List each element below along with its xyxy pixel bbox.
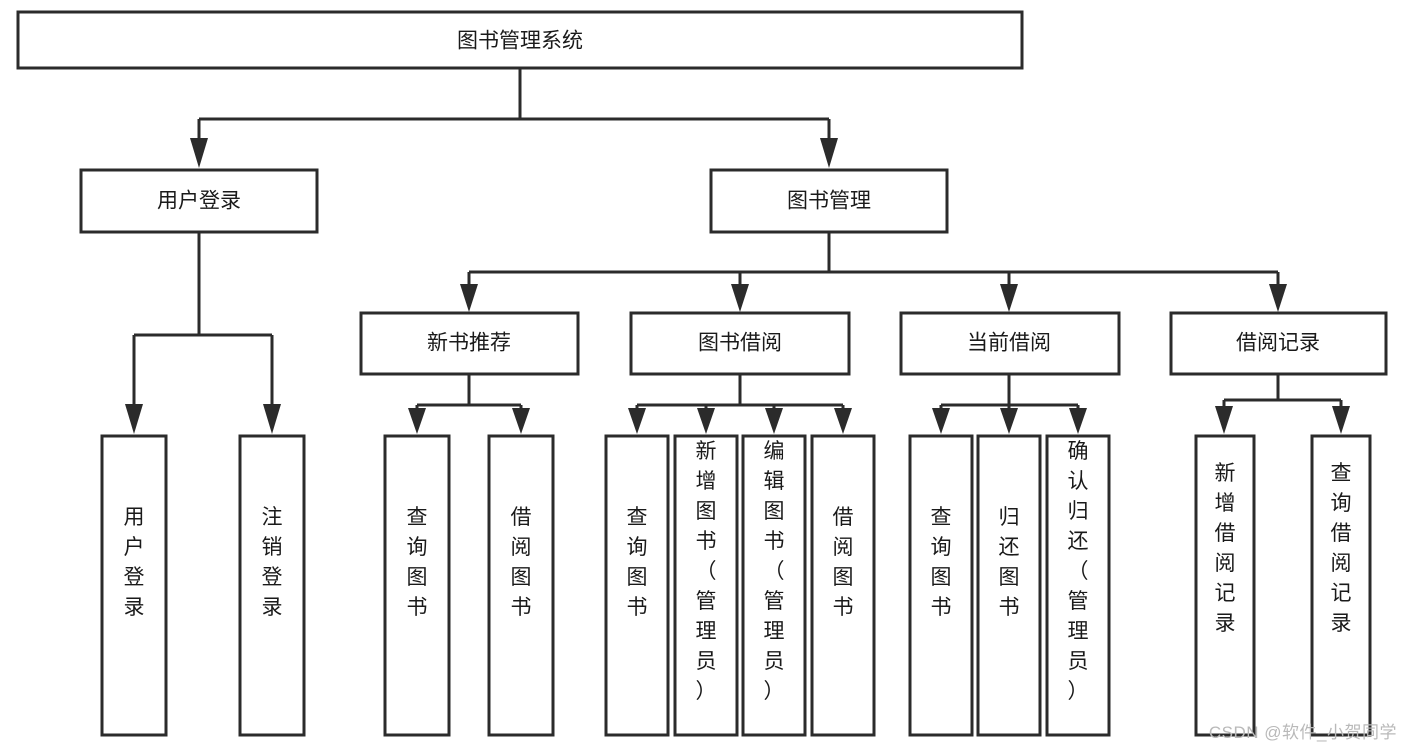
node-leaf-10[interactable]: 归还图书 <box>976 434 1042 737</box>
node-leaf-13-label: 查询借阅记录 <box>1331 462 1352 635</box>
node-leaf-5-label: 查询图书 <box>627 506 648 619</box>
arrow-head-new-book-rec <box>460 284 478 312</box>
node-leaf-6-box[interactable] <box>673 434 739 737</box>
node-leaf-11-box[interactable] <box>1045 434 1111 737</box>
node-leaf-3-box[interactable] <box>383 434 451 737</box>
arrow-head-book-borrow <box>731 284 749 312</box>
connector-group-new-book-rec <box>408 374 530 434</box>
node-leaf-11[interactable]: 确认归还（管理员） <box>1045 434 1111 737</box>
node-leaf-2-box[interactable] <box>238 434 306 737</box>
node-leaf-1[interactable]: 用户登录 <box>100 434 168 737</box>
node-leaf-6-label: 新增图书（管理员） <box>696 440 717 703</box>
node-leaf-2[interactable]: 注销登录 <box>238 434 306 737</box>
connector-group-root <box>190 68 838 168</box>
node-new-book-rec-label: 新书推荐 <box>427 332 511 355</box>
node-current-borrow[interactable]: 当前借阅 <box>899 311 1121 376</box>
node-leaf-11-label: 确认归还（管理员） <box>1068 440 1089 703</box>
node-user-login-box[interactable] <box>79 168 319 234</box>
node-current-borrow-box[interactable] <box>899 311 1121 376</box>
node-leaf-8[interactable]: 借阅图书 <box>810 434 876 737</box>
node-book-borrow[interactable]: 图书借阅 <box>629 311 851 376</box>
arrow-head-user-login <box>190 138 208 168</box>
node-leaf-3-label: 查询图书 <box>407 506 428 619</box>
node-leaf-5-box[interactable] <box>604 434 670 737</box>
node-leaf-7-label: 编辑图书（管理员） <box>764 440 785 703</box>
node-leaf-9-box[interactable] <box>908 434 974 737</box>
arrow-head-leaf-1 <box>125 404 143 434</box>
node-leaf-7[interactable]: 编辑图书（管理员） <box>741 434 807 737</box>
node-leaf-7-box[interactable] <box>741 434 807 737</box>
node-leaf-2-label: 注销登录 <box>262 506 283 619</box>
node-leaf-9[interactable]: 查询图书 <box>908 434 974 737</box>
node-user-login[interactable]: 用户登录 <box>79 168 319 234</box>
arrow-head-borrow-record <box>1269 284 1287 312</box>
node-leaf-10-label: 归还图书 <box>999 506 1020 619</box>
node-leaf-3[interactable]: 查询图书 <box>383 434 451 737</box>
node-leaf-1-box[interactable] <box>100 434 168 737</box>
connector-group-borrow-record <box>1215 374 1350 434</box>
node-leaf-12-label: 新增借阅记录 <box>1215 462 1236 635</box>
node-root-label: 图书管理系统 <box>457 30 583 53</box>
arrow-head-leaf-4 <box>512 408 530 434</box>
node-new-book-rec[interactable]: 新书推荐 <box>359 311 580 376</box>
arrow-head-leaf-6 <box>697 408 715 434</box>
node-book-manage[interactable]: 图书管理 <box>709 168 949 234</box>
node-leaf-12[interactable]: 新增借阅记录 <box>1194 434 1256 737</box>
arrow-head-leaf-3 <box>408 408 426 434</box>
arrow-head-current-borrow <box>1000 284 1018 312</box>
node-book-manage-box[interactable] <box>709 168 949 234</box>
node-leaf-8-label: 借阅图书 <box>833 506 854 619</box>
node-leaf-4-label: 借阅图书 <box>511 506 532 619</box>
node-borrow-record-box[interactable] <box>1169 311 1388 376</box>
connector-group-book-manage <box>460 232 1287 312</box>
node-leaf-4[interactable]: 借阅图书 <box>487 434 555 737</box>
node-current-borrow-label: 当前借阅 <box>967 332 1051 355</box>
arrow-head-leaf-13 <box>1332 406 1350 434</box>
connector-group-user-login <box>125 232 281 434</box>
arrow-head-leaf-2 <box>263 404 281 434</box>
node-leaf-8-box[interactable] <box>810 434 876 737</box>
node-leaf-6[interactable]: 新增图书（管理员） <box>673 434 739 737</box>
node-book-borrow-box[interactable] <box>629 311 851 376</box>
connector-group-book-borrow <box>628 374 852 434</box>
arrow-head-leaf-8 <box>834 408 852 434</box>
node-borrow-record-label: 借阅记录 <box>1236 332 1320 355</box>
arrow-head-leaf-7 <box>765 408 783 434</box>
node-new-book-rec-box[interactable] <box>359 311 580 376</box>
arrow-head-leaf-9 <box>932 408 950 434</box>
connector-group-current-borrow <box>932 374 1087 434</box>
node-root-box[interactable] <box>16 10 1024 70</box>
node-root[interactable]: 图书管理系统 <box>16 10 1024 70</box>
arrow-head-leaf-5 <box>628 408 646 434</box>
node-leaf-10-box[interactable] <box>976 434 1042 737</box>
node-leaf-1-label: 用户登录 <box>124 506 145 619</box>
node-book-manage-label: 图书管理 <box>787 190 871 213</box>
node-leaf-4-box[interactable] <box>487 434 555 737</box>
csdn-watermark: CSDN @软件_小贺同学 <box>1208 723 1397 742</box>
node-leaf-9-label: 查询图书 <box>931 506 952 619</box>
node-leaf-13[interactable]: 查询借阅记录 <box>1310 434 1372 737</box>
node-user-login-label: 用户登录 <box>157 190 241 213</box>
arrow-head-leaf-12 <box>1215 406 1233 434</box>
arrow-head-book-manage <box>820 138 838 168</box>
arrow-head-leaf-11 <box>1069 408 1087 434</box>
node-leaf-13-box[interactable] <box>1310 434 1372 737</box>
node-borrow-record[interactable]: 借阅记录 <box>1169 311 1388 376</box>
arrow-head-leaf-10 <box>1000 408 1018 434</box>
node-leaf-12-box[interactable] <box>1194 434 1256 737</box>
node-leaf-5[interactable]: 查询图书 <box>604 434 670 737</box>
node-book-borrow-label: 图书借阅 <box>698 332 782 355</box>
